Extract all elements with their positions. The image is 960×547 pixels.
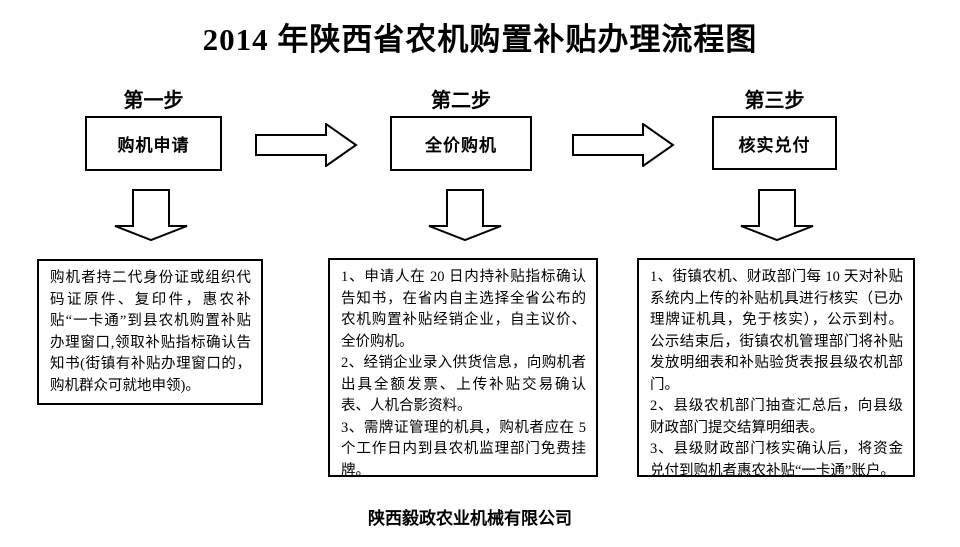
step-2-box: 全价购机 [390,116,532,171]
down-arrow-icon [740,189,814,242]
step-1-box-label: 购机申请 [117,136,190,155]
step-2-label: 第二步 [431,90,491,112]
step-1-detail-box: 购机者持二代身份证或组织代码证原件、复印件，惠农补贴“一卡通”到县农机购置补贴办… [37,259,263,405]
step-3-label: 第三步 [744,90,805,112]
right-arrow-icon [255,123,358,167]
step-2-detail-box: 1、申请人在 20 日内持补贴指标确认告知书，在省内自主选择全省公布的农机购置补… [328,258,598,479]
step-3-box: 核实兑付 [712,116,837,170]
step-1-label: 第一步 [123,90,184,112]
step-1-box: 购机申请 [85,116,222,171]
right-arrow-icon [572,123,675,167]
company-name: 陕西毅政农业机械有限公司 [368,509,572,528]
page-title: 2014 年陕西省农机购置补贴办理流程图 [202,22,758,57]
step-3-detail-box: 1、街镇农机、财政部门每 10 天对补贴系统内上传的补贴机具进行核实（已办理牌证… [637,258,915,479]
step-3-box-label: 核实兑付 [738,135,811,155]
step-2-box-label: 全价购机 [425,136,497,155]
down-arrow-icon [428,189,502,242]
down-arrow-icon [114,189,188,242]
